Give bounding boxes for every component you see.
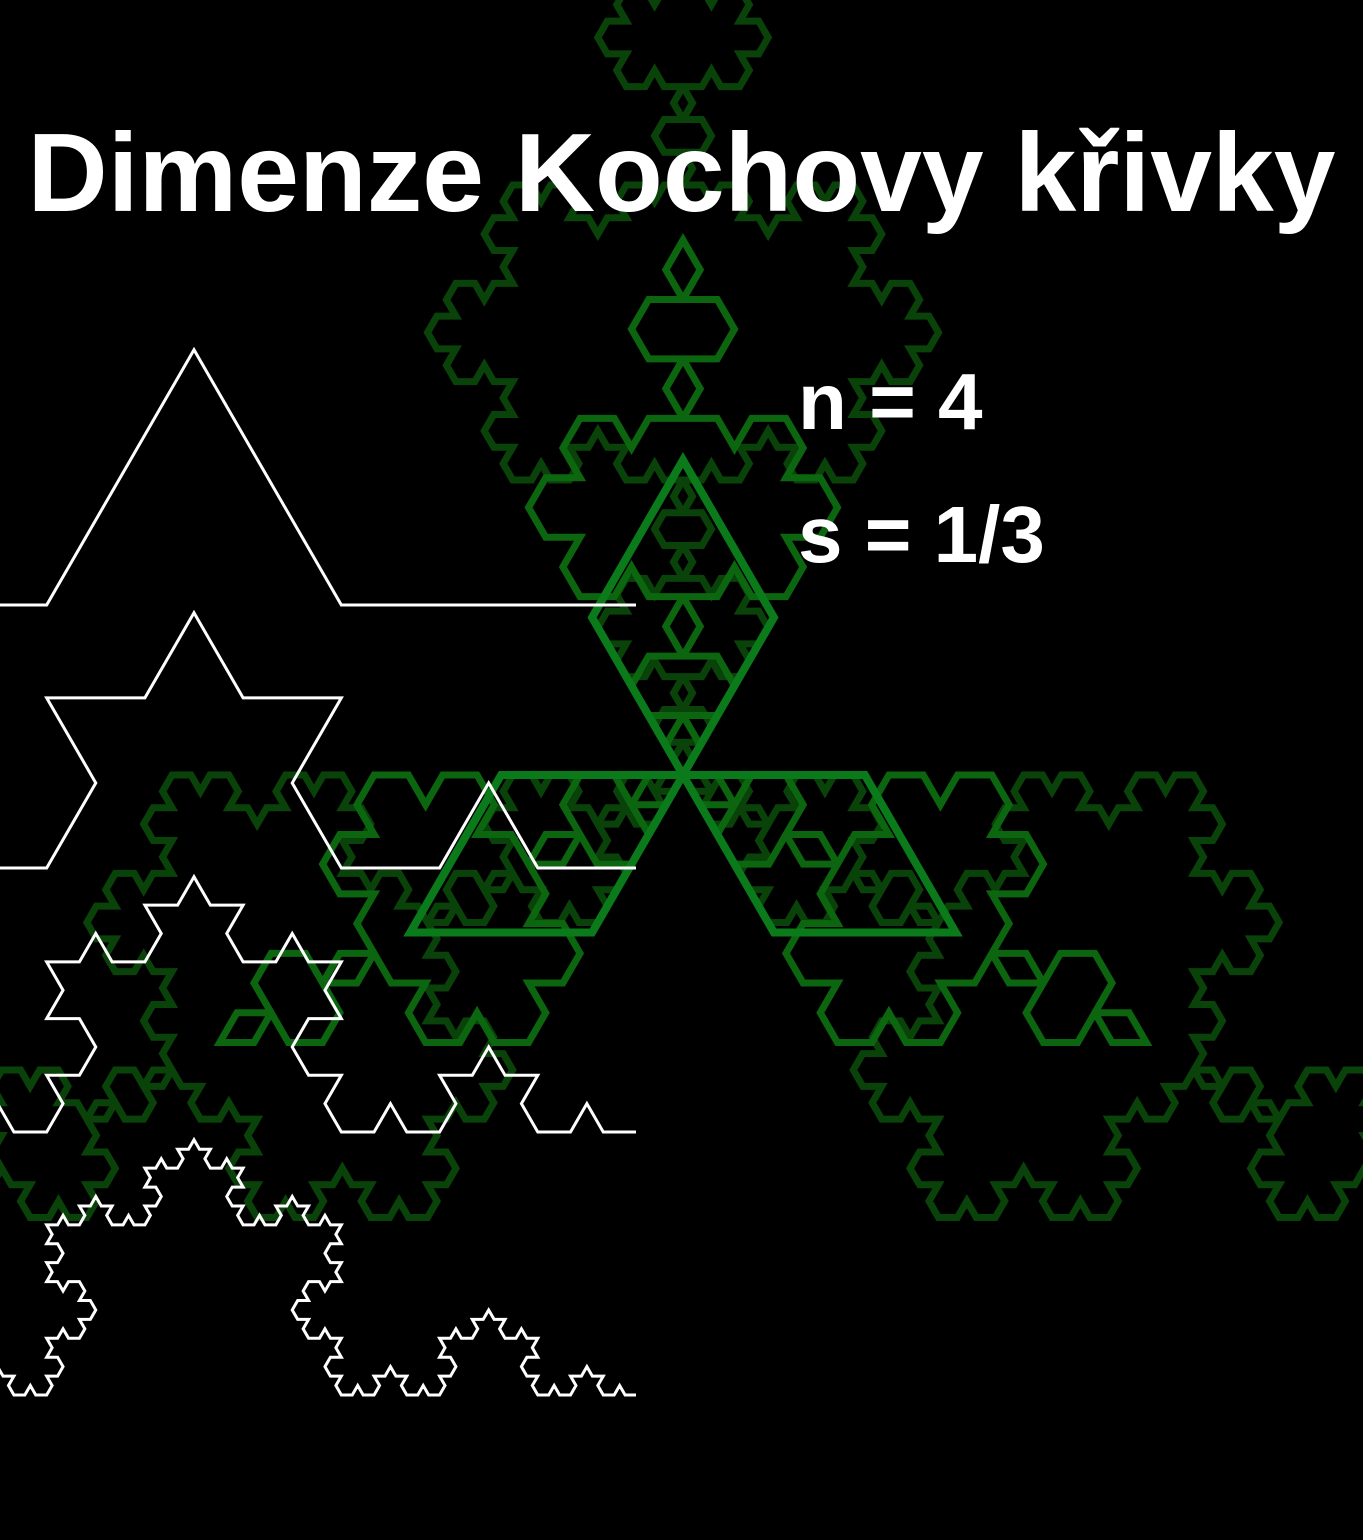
koch-curve-iteration-3 bbox=[0, 873, 636, 1134]
formula-n: n = 4 bbox=[798, 357, 983, 446]
snowflake-middle bbox=[213, 233, 1153, 1046]
page-title: Dimenze Kochovy křivky bbox=[27, 111, 1336, 235]
koch-curve-iteration-1 bbox=[0, 346, 636, 607]
koch-curve-iteration-4 bbox=[0, 1136, 636, 1397]
koch-curve-iteration-2 bbox=[0, 609, 636, 870]
snowflake-inner bbox=[403, 451, 963, 937]
koch-snowflake-background bbox=[0, 0, 1363, 1221]
koch-curve-iterations bbox=[0, 346, 636, 1397]
formula-s: s = 1/3 bbox=[798, 490, 1045, 579]
